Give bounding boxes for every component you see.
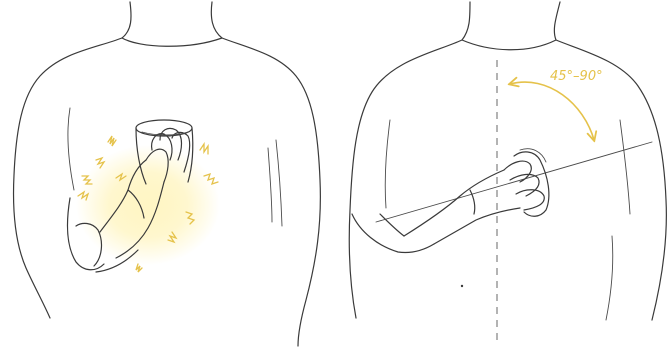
right-hand	[404, 161, 544, 244]
angle-label: 45°–90°	[550, 69, 603, 84]
right-panel: 45°–90°	[349, 2, 666, 340]
navel-dot	[461, 285, 463, 287]
warm-glow	[76, 145, 220, 265]
right-torso-outline	[349, 2, 666, 320]
left-panel	[14, 2, 321, 346]
angle-reference-line	[376, 142, 652, 222]
right-device	[514, 149, 549, 217]
angle-arc-arrow	[510, 82, 594, 140]
right-arm	[352, 214, 434, 253]
